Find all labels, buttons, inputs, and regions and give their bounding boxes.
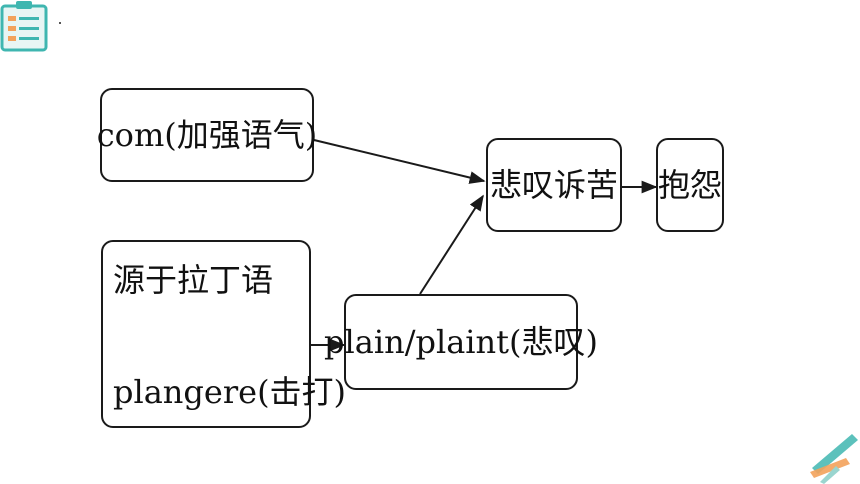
node-lament-label: 悲叹诉苦	[489, 166, 618, 204]
node-plain-label: plain/plaint(悲叹)	[324, 323, 598, 361]
decorative-dot	[59, 22, 61, 24]
node-plain: plain/plaint(悲叹)	[324, 294, 598, 390]
arrow-com-to-lament	[313, 139, 486, 184]
node-com-label: com(加强语气)	[96, 116, 318, 154]
pen-ruler-logo	[810, 434, 858, 484]
node-lament: 悲叹诉苦	[486, 138, 622, 232]
node-complain: 抱怨	[656, 138, 724, 232]
node-com: com(加强语气)	[97, 88, 317, 182]
arrow-plain-to-lament	[419, 194, 484, 295]
node-latin-origin: 源于拉丁语 plangere(击打)	[101, 240, 346, 428]
clipboard-icon	[0, 1, 48, 52]
node-complain-label: 抱怨	[658, 166, 723, 204]
node-plangere-label: plangere(击打)	[113, 373, 347, 411]
node-latin-origin-label: 源于拉丁语	[113, 261, 274, 299]
